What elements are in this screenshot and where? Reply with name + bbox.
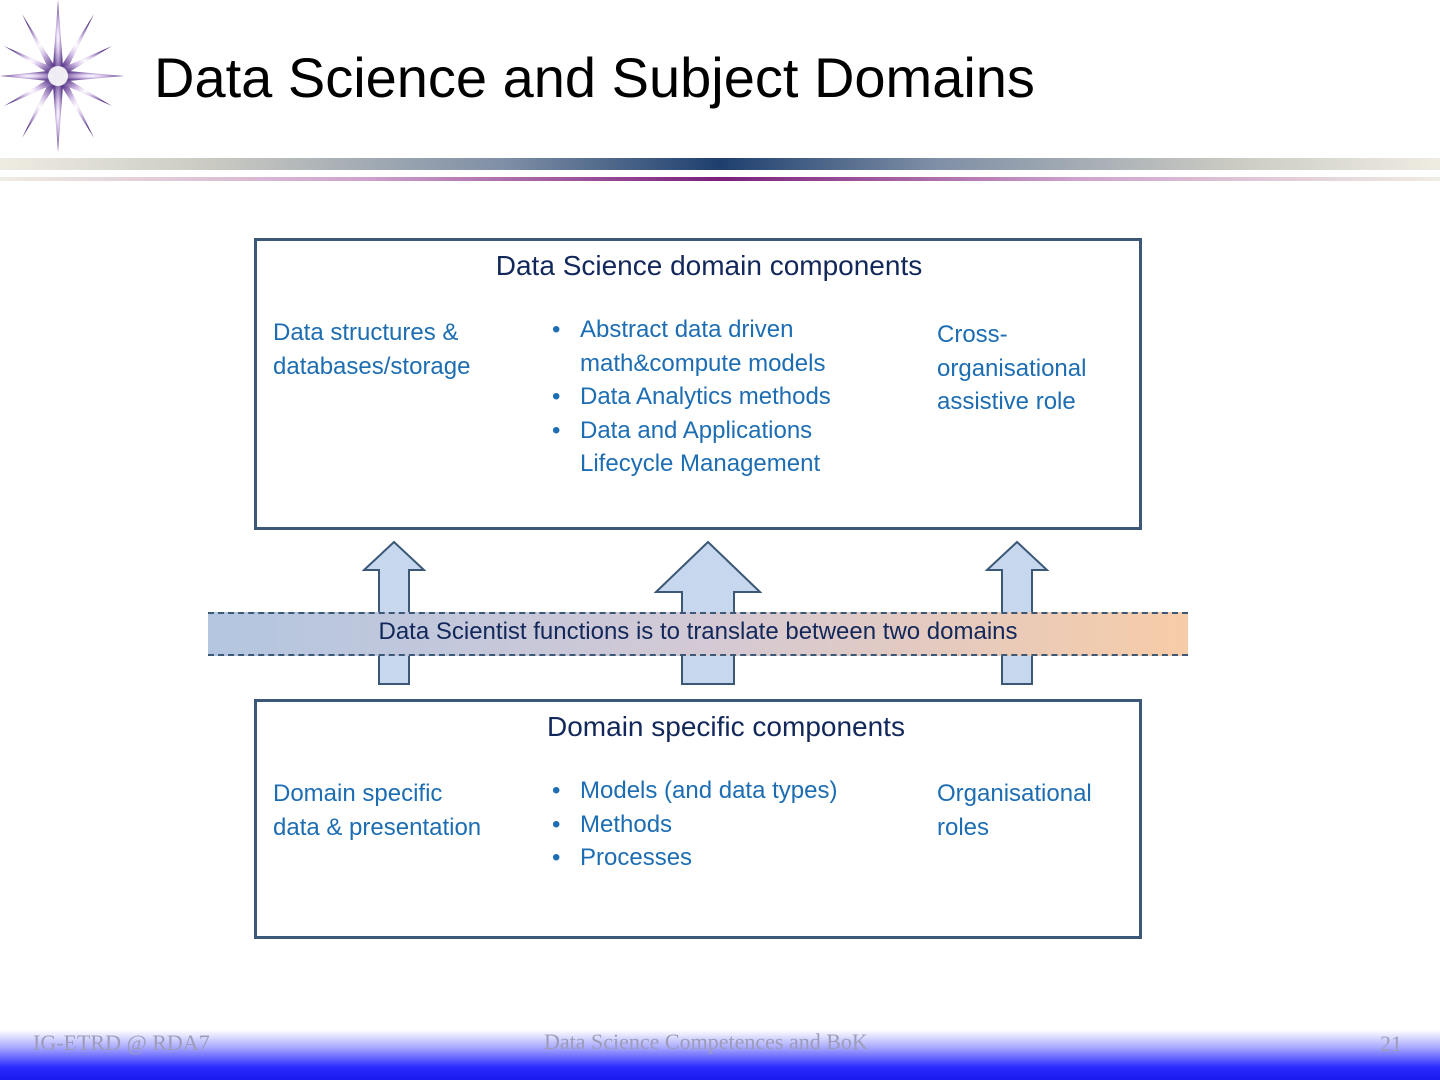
footer-left-text: IG-ETRD @ RDA7: [33, 1030, 210, 1055]
domain-specific-left-text: Domain specific data & presentation: [273, 780, 482, 841]
data-science-box: [254, 238, 1142, 530]
header-divider-band: [0, 158, 1440, 170]
translation-band-label: Data Scientist functions is to translate…: [378, 618, 1018, 645]
list-item: Data Analytics methods: [552, 380, 872, 414]
translation-band: [208, 612, 1188, 656]
data-science-bullet-list: Abstract data driven math&compute models…: [552, 313, 872, 481]
list-item: Abstract data driven math&compute models: [552, 313, 872, 380]
data-science-box-title: Data Science domain components: [495, 250, 923, 281]
data-science-left-text: Data structures & databases/storage: [273, 319, 471, 380]
list-item: Models (and data types): [552, 774, 902, 808]
list-item: Data and Applications Lifecycle Manageme…: [552, 414, 872, 481]
domain-specific-box: [254, 699, 1142, 939]
header-divider-line: [0, 177, 1440, 181]
list-item: Processes: [552, 841, 902, 875]
list-item: Methods: [552, 808, 902, 842]
data-science-right-text: Cross-organisational assistive role: [937, 321, 1087, 415]
page-number: 21: [1380, 1031, 1402, 1056]
slide-title: Data Science and Subject Domains: [154, 46, 1035, 109]
footer-center-text: Data Science Competences and BoK: [544, 1029, 868, 1054]
starburst-logo-icon: [0, 0, 124, 152]
footer-bar: [0, 1030, 1440, 1080]
domain-specific-bullet-list: Models (and data types) Methods Processe…: [552, 774, 902, 875]
domain-specific-right-text: Organisational roles: [937, 780, 1092, 841]
domain-specific-box-title: Domain specific components: [547, 711, 905, 742]
